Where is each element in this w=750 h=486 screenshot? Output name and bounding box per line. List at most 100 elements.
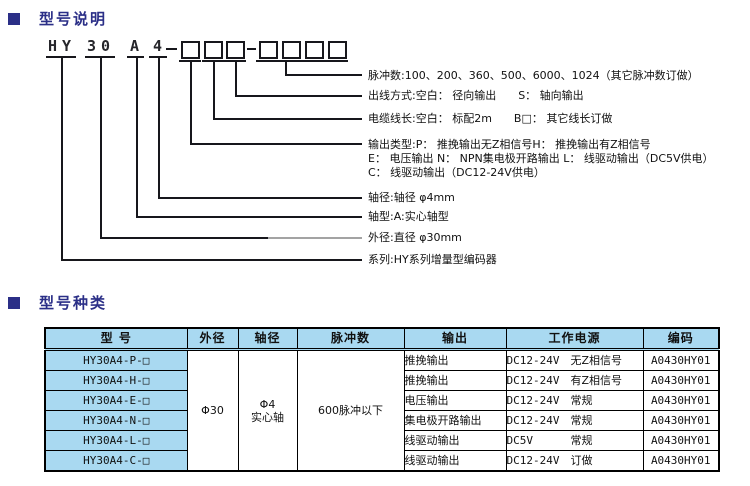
- code-char: A: [130, 37, 140, 55]
- output-cell: 线驱动输出: [403, 450, 507, 472]
- code-cell: A0430HY01: [642, 370, 720, 391]
- connector-line: [213, 62, 215, 119]
- code-char: H: [48, 37, 58, 55]
- code-underline: [85, 56, 115, 58]
- dash-separator: [166, 48, 177, 50]
- power-voltage: DC12-24V: [506, 354, 560, 367]
- power-cell: DC12-24V 有Z相信号: [505, 370, 644, 391]
- connector-line: [100, 58, 102, 238]
- connector-line: [285, 60, 287, 75]
- shaft-type: 实心轴: [251, 410, 284, 424]
- code-underline: [202, 60, 224, 62]
- power-voltage: DC5V: [506, 434, 534, 447]
- code-underline: [179, 60, 201, 62]
- code-underline: [224, 60, 246, 62]
- code-box: [282, 41, 301, 59]
- code-char: 3: [87, 37, 97, 55]
- connector-line: [213, 118, 362, 120]
- header-output: 输出: [403, 327, 507, 351]
- code-underline: [149, 56, 167, 58]
- output-cell: 推挽输出: [403, 370, 507, 391]
- output-type-line1: 输出类型:P： 推挽输出无Z相信号H： 推挽输出有Z相信号: [368, 138, 651, 151]
- header-shaft: 轴径: [237, 327, 298, 351]
- section-bullet-icon: [8, 12, 20, 25]
- header-code: 编码: [642, 327, 720, 351]
- header-outer: 外径: [186, 327, 239, 351]
- code-char: 4: [153, 37, 163, 55]
- power-voltage: DC12-24V: [506, 414, 560, 427]
- header-model: 型 号: [44, 327, 188, 351]
- section-title: 型号说明: [39, 10, 108, 28]
- power-note: 有Z相信号: [570, 374, 623, 387]
- power-voltage: DC12-24V: [506, 454, 560, 467]
- code-box: [204, 41, 223, 59]
- power-voltage: DC12-24V: [506, 374, 560, 387]
- connector-line: [268, 237, 362, 239]
- code-box: [259, 41, 278, 59]
- connector-line: [61, 58, 63, 260]
- code-cell: A0430HY01: [642, 390, 720, 411]
- code-cell: A0430HY01: [642, 430, 720, 451]
- connector-label-outer-dia: 外径:直径 φ30mm: [368, 231, 462, 244]
- shaft-diameter: Φ4: [259, 397, 276, 411]
- code-char: Y: [62, 37, 72, 55]
- connector-line: [158, 197, 362, 199]
- connector-line: [190, 143, 362, 145]
- outer-diameter-cell: Φ30: [186, 349, 239, 472]
- dash-separator: [247, 48, 256, 50]
- power-note: 常规: [570, 394, 593, 407]
- connector-label-pulses: 脉冲数:100、200、360、500、6000、1024（其它脉冲数订做）: [368, 69, 699, 82]
- code-char: 0: [101, 37, 111, 55]
- connector-label-cable: 电缆线长:空白： 标配2m B□： 其它线长订做: [368, 112, 613, 125]
- code-cell: A0430HY01: [642, 349, 720, 371]
- code-box: [226, 41, 245, 59]
- output-cell: 推挽输出: [403, 349, 507, 371]
- shaft-cell: Φ4 实心轴: [237, 349, 298, 472]
- connector-line: [100, 237, 268, 239]
- section-title: 型号种类: [39, 294, 108, 312]
- power-note: 无Z相信号: [570, 354, 623, 367]
- table-header-row: 型 号 外径 轴径 脉冲数 输出 工作电源 编码: [44, 327, 720, 351]
- connector-line: [235, 95, 362, 97]
- connector-label-output-type: 输出类型:P： 推挽输出无Z相信号H： 推挽输出有Z相信号 E： 电压输出 N：…: [368, 138, 714, 180]
- model-cell: HY30A4-E-□: [44, 390, 188, 411]
- model-cell: HY30A4-P-□: [44, 349, 188, 371]
- connector-label-series: 系列:HY系列增量型编码器: [368, 253, 497, 266]
- power-note: 订做: [570, 454, 593, 467]
- output-cell: 线驱动输出: [403, 430, 507, 451]
- pulses-cell: 600脉冲以下: [296, 349, 405, 472]
- connector-line: [136, 216, 362, 218]
- connector-line: [235, 62, 237, 96]
- section-bullet-icon: [8, 296, 20, 309]
- output-type-line3: C： 线驱动输出（DC12-24V供电）: [368, 166, 545, 179]
- model-types-table: 型 号 外径 轴径 脉冲数 输出 工作电源 编码 HY30A4-P-□ Φ30 …: [44, 327, 720, 472]
- connector-line: [190, 62, 192, 144]
- model-cell: HY30A4-C-□: [44, 450, 188, 472]
- connector-line: [136, 58, 138, 217]
- code-box: [328, 41, 347, 59]
- power-cell: DC5V 常规: [505, 430, 644, 451]
- connector-line: [158, 58, 160, 198]
- model-cell: HY30A4-N-□: [44, 410, 188, 431]
- connector-label-shaft-type: 轴型:A:实心轴型: [368, 210, 449, 223]
- power-note: 常规: [570, 434, 593, 447]
- code-underline: [127, 56, 144, 58]
- output-cell: 电压输出: [403, 390, 507, 411]
- code-underline: [46, 56, 76, 58]
- code-underline: [256, 60, 348, 62]
- power-cell: DC12-24V 订做: [505, 450, 644, 472]
- output-type-line2: E： 电压输出 N： NPN集电极开路输出 L： 线驱动输出（DC5V供电）: [368, 152, 714, 165]
- output-cell: 集电极开路输出: [403, 410, 507, 431]
- connector-label-wiring: 出线方式:空白： 径向输出 S： 轴向输出: [368, 89, 584, 102]
- connector-label-shaft-dia: 轴径:轴径 φ4mm: [368, 191, 455, 204]
- code-cell: A0430HY01: [642, 410, 720, 431]
- section-header-model-description: 型号说明: [8, 8, 107, 29]
